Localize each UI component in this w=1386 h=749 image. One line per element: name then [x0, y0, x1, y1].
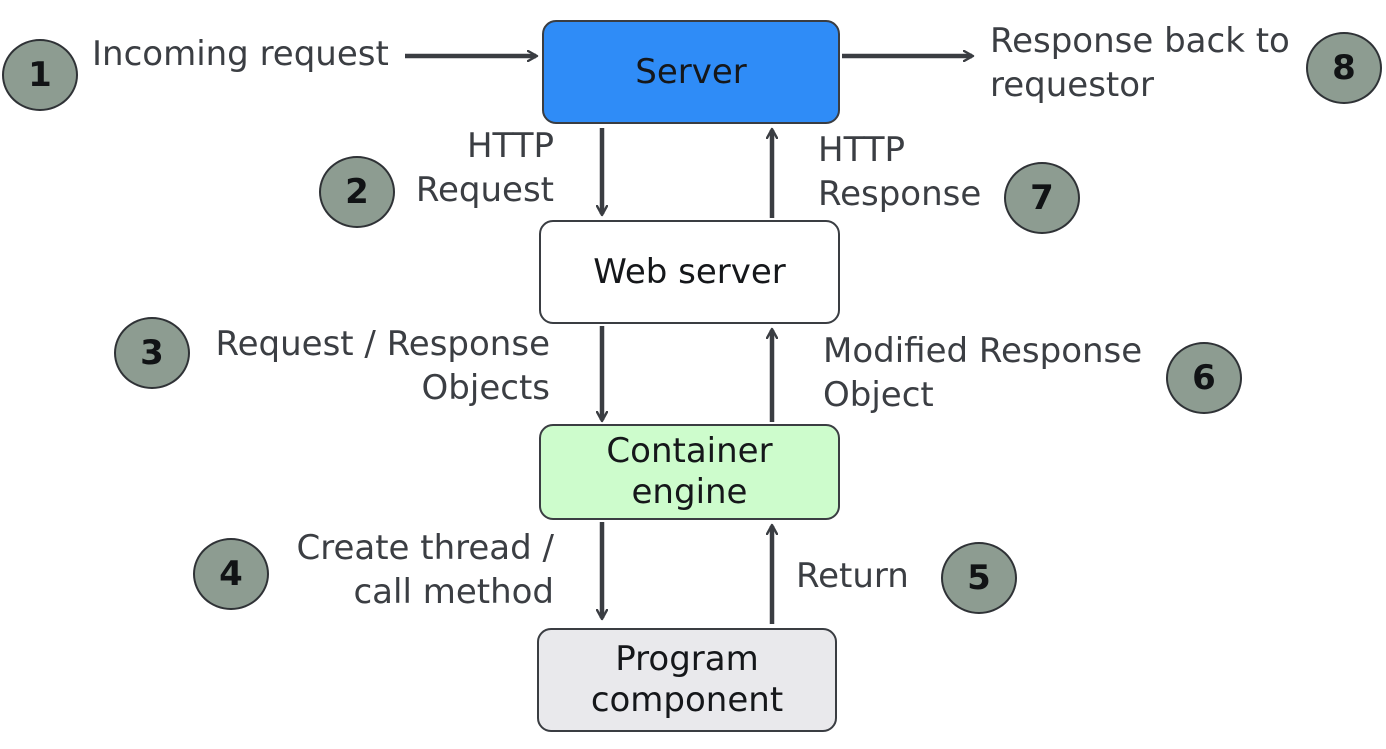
- program-component-label-line2: component: [590, 680, 784, 720]
- step-badge-7: 7: [1004, 162, 1080, 234]
- web-server-label: Web server: [593, 251, 786, 292]
- label-http-response: HTTP Response: [818, 130, 982, 214]
- step-badge-4: 4: [193, 538, 269, 610]
- step-badge-6: 6: [1166, 342, 1242, 414]
- container-engine-node: Container engine: [539, 424, 840, 520]
- step-badge-5: 5: [941, 542, 1017, 614]
- container-engine-label-line1: Container: [606, 431, 773, 471]
- program-component-node: Program component: [537, 628, 837, 732]
- label-return: Return: [796, 556, 909, 596]
- server-node: Server: [542, 20, 840, 124]
- label-request-response-objects: Request / Response Objects: [215, 324, 550, 408]
- label-create-thread: Create thread / call method: [296, 528, 555, 612]
- step-badge-1: 1: [2, 39, 78, 111]
- program-component-label-line1: Program: [615, 639, 759, 679]
- step-badge-3: 3: [114, 317, 190, 389]
- web-server-node: Web server: [539, 220, 840, 324]
- container-engine-label-line2: engine: [631, 472, 748, 512]
- server-label: Server: [635, 51, 747, 92]
- label-http-request: HTTP Request: [415, 126, 554, 210]
- step-badge-8: 8: [1306, 32, 1382, 104]
- step-badge-2: 2: [319, 156, 395, 228]
- label-modified-response-object: Modified Response Object: [823, 331, 1143, 415]
- label-response-back: Response back to requestor: [990, 21, 1290, 105]
- label-incoming-request: Incoming request: [92, 34, 389, 74]
